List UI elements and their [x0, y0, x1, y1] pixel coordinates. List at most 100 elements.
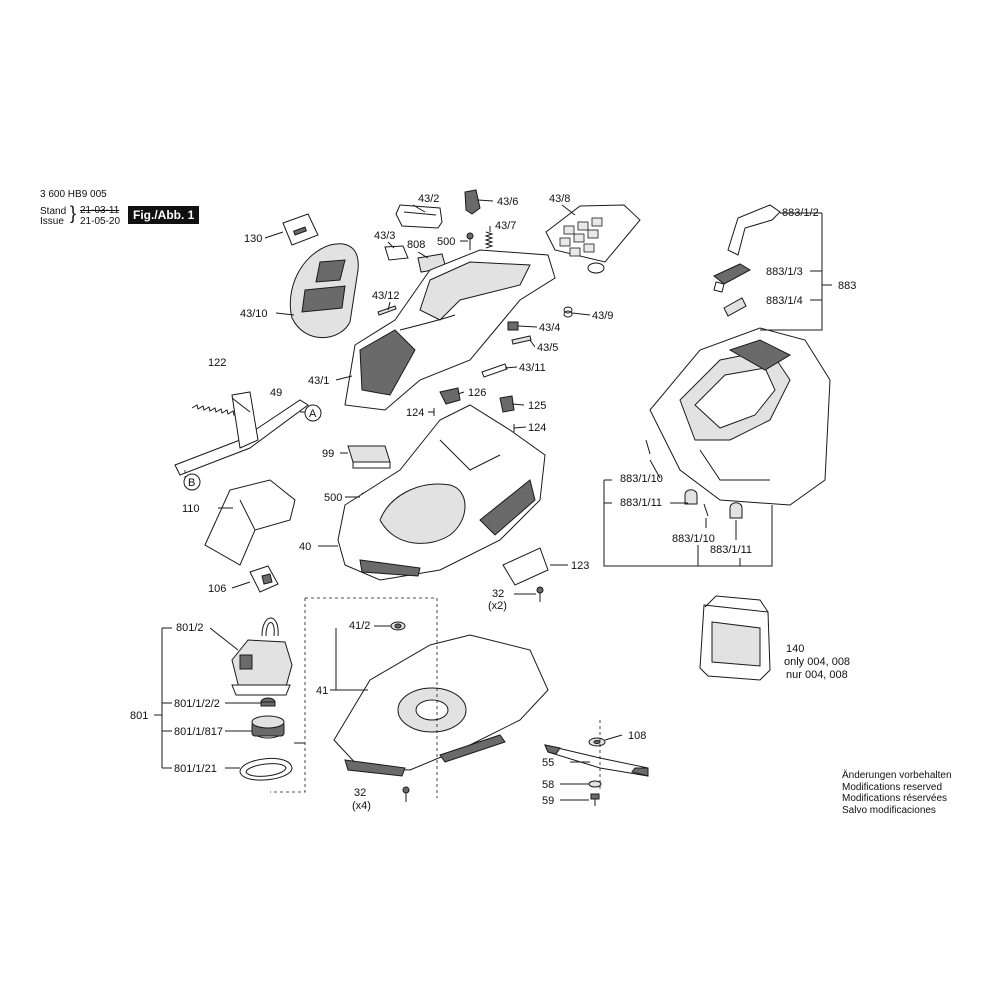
label-32-b-qty: (x4)	[352, 800, 371, 812]
label-41: 41	[316, 685, 328, 697]
part-40-main-housing	[337, 404, 546, 581]
label-43-12: 43/12	[372, 290, 400, 302]
label-124-b: 124	[528, 422, 546, 434]
label-883-1-11-a: 883/1/11	[620, 497, 662, 509]
label-801-2: 801/2	[176, 622, 204, 634]
issue-date: 21-05-20	[80, 216, 121, 227]
part-883-1-11-plugs	[684, 489, 743, 519]
part-801-1-21-belt	[239, 757, 293, 781]
label-43-11: 43/11	[519, 362, 546, 374]
part-43-7-spring	[484, 231, 494, 249]
label-126: 126	[468, 387, 486, 399]
label-43-8: 43/8	[549, 193, 570, 205]
part-43-5-pin	[511, 335, 532, 345]
part-883-1-2-handle	[727, 204, 781, 256]
label-883-1-2: 883/1/2	[782, 207, 819, 219]
label-500-b: 500	[324, 492, 342, 504]
part-59-bolt	[590, 793, 600, 806]
label-32-a: 32	[492, 588, 504, 600]
label-43-3: 43/3	[374, 230, 395, 242]
label-108: 108	[628, 730, 646, 742]
label-43-1: 43/1	[308, 375, 329, 387]
part-801-1-817-rotor	[251, 715, 285, 739]
label-883-1-4: 883/1/4	[766, 295, 803, 307]
part-108-washer	[588, 737, 606, 747]
issue-label: Issue	[40, 216, 64, 227]
label-110: 110	[182, 503, 200, 515]
label-140-note-de: nur 004, 008	[786, 669, 848, 681]
label-125: 125	[528, 400, 546, 412]
label-106: 106	[208, 583, 226, 595]
part-32-screw-a	[536, 586, 544, 602]
part-106-switch	[249, 565, 279, 593]
label-43-6: 43/6	[497, 196, 518, 208]
part-49-lever	[174, 391, 309, 476]
document-number: 3 600 HB9 005	[40, 189, 107, 200]
label-801-1-21: 801/1/21	[174, 763, 217, 775]
part-883-1-3-latch	[713, 263, 752, 293]
part-43-9-spring	[563, 306, 573, 318]
label-124-a: 124	[406, 407, 424, 419]
part-125-knob	[499, 395, 515, 413]
label-55: 55	[542, 757, 554, 769]
part-801-1-2-2-bearing	[260, 697, 276, 707]
label-883: 883	[838, 280, 856, 292]
label-500-a: 500	[437, 236, 455, 248]
label-43-10: 43/10	[240, 308, 268, 320]
label-40: 40	[299, 541, 311, 553]
part-801-2-cable	[261, 617, 279, 637]
part-801-motor	[231, 639, 293, 696]
part-883-1-4-clip	[723, 297, 747, 317]
label-130: 130	[244, 233, 262, 245]
part-130-cover	[282, 213, 319, 246]
part-41-2-bushing	[390, 621, 406, 631]
part-43-6-latch	[464, 189, 481, 215]
label-140-note-en: only 004, 008	[784, 656, 850, 668]
callout-a: A	[304, 404, 322, 422]
label-58: 58	[542, 779, 554, 791]
label-883-1-11-b: 883/1/11	[710, 544, 752, 556]
note-en: Modifications reserved	[842, 781, 943, 793]
label-43-2: 43/2	[418, 193, 439, 205]
part-883-1-10-pins	[645, 439, 709, 517]
label-99: 99	[322, 448, 334, 460]
leader-lines	[218, 199, 822, 801]
label-43-9: 43/9	[592, 310, 613, 322]
part-labels: 43/2 43/6 43/8 883/1/2 130 43/3 808 500 …	[130, 193, 856, 812]
label-808: 808	[407, 239, 425, 251]
part-58-washer	[588, 780, 602, 788]
label-883-1-10-a: 883/1/10	[620, 473, 663, 485]
note-de: Änderungen vorbehalten	[842, 770, 952, 781]
callout-a-text: A	[309, 408, 317, 420]
part-43-12-strip	[377, 305, 397, 316]
label-32-b: 32	[354, 787, 366, 799]
note-fr: Modifications réservées	[842, 793, 948, 804]
label-43-4: 43/4	[539, 322, 560, 334]
brace: }	[70, 203, 77, 223]
part-99-block	[347, 445, 391, 469]
part-55-blade	[544, 744, 649, 777]
label-883-1-10-b: 883/1/10	[672, 533, 715, 545]
part-43-2-clip	[395, 204, 443, 229]
part-43-8-flap	[545, 204, 641, 274]
label-49: 49	[270, 387, 282, 399]
part-43-10-battery-cover	[289, 243, 359, 339]
part-140-front-cover	[699, 595, 771, 681]
figure-label: Fig./Abb. 1	[128, 206, 200, 224]
part-43-11-strip	[481, 363, 508, 378]
part-110-guard	[204, 479, 296, 566]
label-122: 122	[208, 357, 226, 369]
label-801-1-817: 801/1/817	[174, 726, 223, 738]
stand-date: 21-03-11	[80, 205, 120, 216]
part-43-4-block	[507, 321, 519, 331]
label-32-a-qty: (x2)	[488, 600, 507, 612]
label-801-1-2-2: 801/1/2/2	[174, 698, 220, 710]
part-500-screw-a	[466, 232, 474, 250]
part-126-clip	[439, 387, 461, 405]
label-801: 801	[130, 710, 148, 722]
label-123: 123	[571, 560, 589, 572]
part-43-3-cap	[384, 245, 409, 261]
note-es: Salvo modificaciones	[842, 804, 936, 816]
